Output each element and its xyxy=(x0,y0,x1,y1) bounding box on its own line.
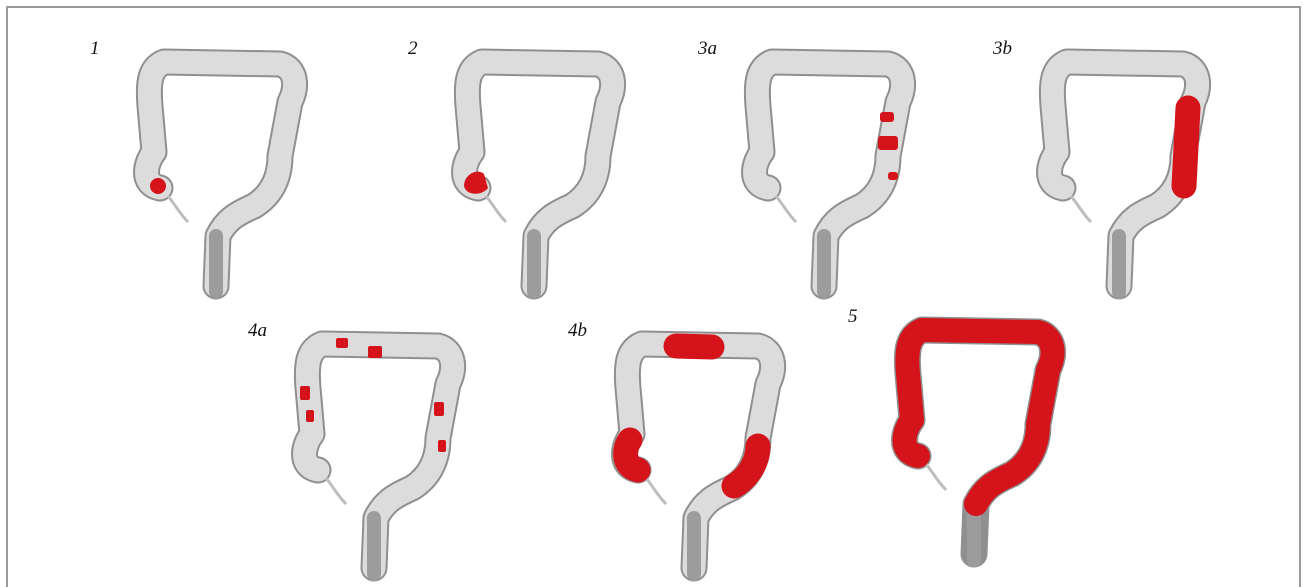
colon-diagram xyxy=(288,328,458,578)
highlight-region xyxy=(905,330,1053,504)
highlight-region xyxy=(880,112,894,122)
colon-diagram xyxy=(448,46,618,296)
highlight-region xyxy=(336,338,348,348)
highlight-region xyxy=(150,178,166,194)
highlight-region xyxy=(878,136,898,150)
highlight-region xyxy=(438,440,446,452)
panel-3a: 3a xyxy=(698,38,948,298)
colon-base xyxy=(147,62,295,292)
highlight-region xyxy=(888,172,898,180)
highlight-region xyxy=(306,410,314,422)
panel-label: 5 xyxy=(848,306,858,328)
panel-4b: 4b xyxy=(568,320,818,580)
colon-diagram xyxy=(888,314,1058,564)
panel-3b: 3b xyxy=(993,38,1243,298)
panel-label: 4b xyxy=(568,320,587,342)
panel-1: 1 xyxy=(90,38,340,298)
colon-base xyxy=(305,344,453,574)
highlight-region xyxy=(300,386,310,400)
colon-base xyxy=(755,62,903,292)
colon-diagram xyxy=(608,328,778,578)
colon-diagram xyxy=(738,46,908,296)
colon-diagram xyxy=(1033,46,1203,296)
panel-label: 3b xyxy=(993,38,1012,60)
panel-2: 2 xyxy=(408,38,658,298)
highlight-region xyxy=(626,440,638,470)
highlight-region xyxy=(368,346,382,358)
panel-label: 2 xyxy=(408,38,418,60)
colon-base xyxy=(465,62,613,292)
panel-5: 5 xyxy=(848,306,1098,566)
highlight-region xyxy=(676,346,712,347)
figure-frame: 1 2 3a xyxy=(6,6,1301,587)
panel-label: 4a xyxy=(248,320,267,342)
panel-4a: 4a xyxy=(248,320,498,580)
panel-label: 3a xyxy=(698,38,717,60)
panel-label: 1 xyxy=(90,38,100,60)
highlight-region xyxy=(434,402,444,416)
colon-diagram xyxy=(130,46,300,296)
highlight-region xyxy=(1184,108,1188,186)
